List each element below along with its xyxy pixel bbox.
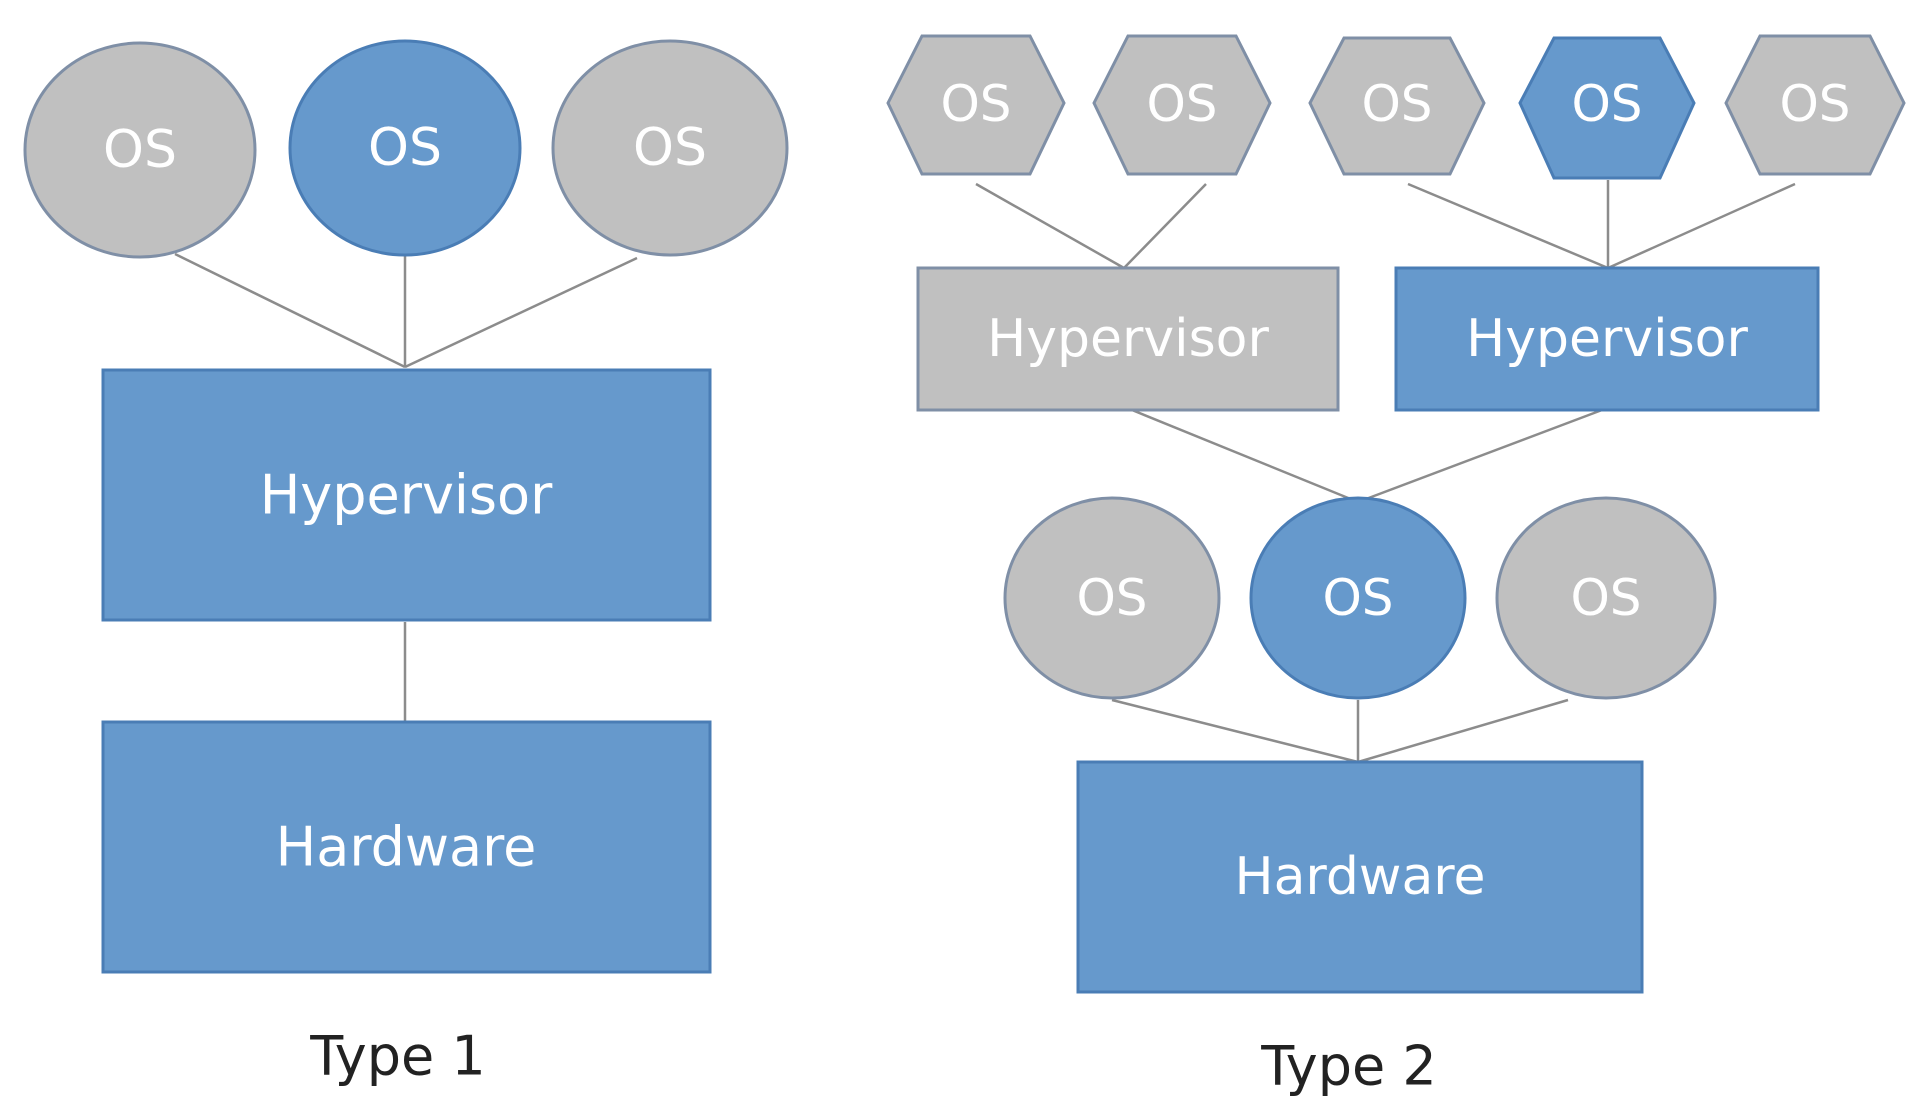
type1-guest-os-1-label: OS [103,120,177,180]
type1-guest-os-1 [23,41,257,259]
type1-guest-os-3 [551,39,789,257]
type1-caption: Type 1 [309,1025,486,1088]
type2-guest-os-1 [886,34,1066,176]
type1-connector-os1-hypervisor [174,252,406,369]
type2-connector-os3-hypervisor2 [1407,182,1609,270]
type2-guest-os-2-label: OS [1146,75,1217,133]
type2-host-os-3-label: OS [1570,569,1641,627]
type2-guest-os-5-label: OS [1779,75,1850,133]
type2-connector-os2-hypervisor1 [1123,183,1207,269]
type1-connector-os3-hypervisor [404,256,638,369]
type1-hardware-label: Hardware [276,816,537,879]
type1-guest-os-3-label: OS [633,118,707,178]
type2-connector-hostos3-hardware [1357,698,1569,764]
type2-host-os-3 [1495,496,1717,700]
type2-guest-os-3-label: OS [1361,75,1432,133]
type2-connector-os5-hypervisor2 [1607,182,1796,270]
type1-guest-os-2 [288,39,522,257]
type2-host-os-2-label: OS [1322,569,1393,627]
type1-hypervisor-label: Hypervisor [260,464,553,527]
type2-diagram: OS OS OS OS OS Hypervisor Hypervisor OS … [886,34,1906,1098]
type2-connector-os1-hypervisor1 [975,182,1125,270]
type2-guest-os-1-label: OS [940,75,1011,133]
type2-connector-hostos1-hardware [1111,698,1359,764]
type2-host-os-1 [1003,496,1221,700]
type1-hardware-box [101,720,712,974]
type1-hypervisor-box [101,368,712,622]
type2-guest-os-4 [1518,36,1696,180]
type2-host-os-2 [1249,496,1467,700]
type2-guest-os-2 [1092,34,1272,176]
type1-guest-os-2-label: OS [368,118,442,178]
type2-connector-hypervisor1-hostos [1131,408,1359,504]
type2-hypervisor-2-box [1394,266,1820,412]
type2-host-os-1-label: OS [1076,569,1147,627]
type1-diagram: OS OS OS Hypervisor Hardware Type 1 [23,39,789,1088]
type2-guest-os-4-label: OS [1571,75,1642,133]
type2-hardware-label: Hardware [1234,847,1485,907]
type2-guest-os-3 [1308,36,1486,176]
type2-guest-os-5 [1724,34,1906,176]
type2-connector-hypervisor2-hostos [1357,408,1603,504]
type2-hypervisor-2-label: Hypervisor [1466,309,1748,369]
type2-hypervisor-1-label: Hypervisor [987,309,1269,369]
type2-hardware-box [1076,760,1644,994]
type2-hypervisor-1-box [916,266,1340,412]
type2-caption: Type 2 [1260,1035,1437,1098]
